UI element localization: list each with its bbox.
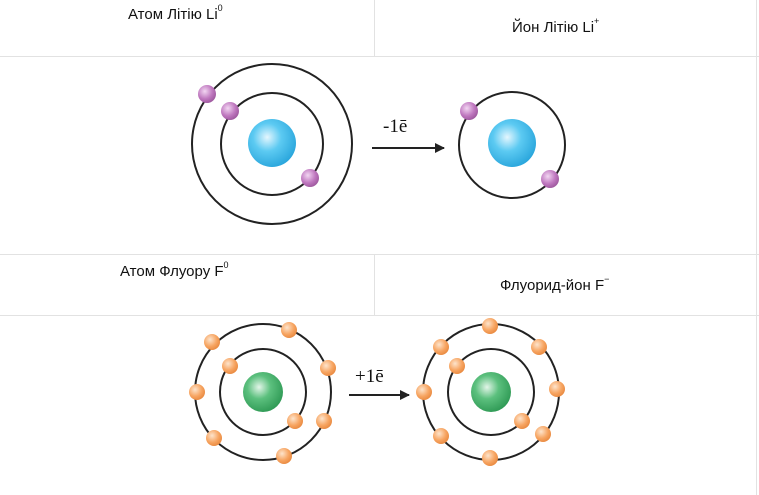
lithium-ion-electron <box>541 170 559 188</box>
fluorine-atom <box>189 322 336 464</box>
lithium-reaction-arrow: -1ē <box>372 116 445 153</box>
lithium-electron <box>198 85 216 103</box>
fluorine-electron-gain-label: +1ē <box>355 366 384 387</box>
lithium-nucleus <box>248 119 296 167</box>
fluoride-electron <box>549 381 565 397</box>
table-line-middle <box>0 254 759 255</box>
lithium-ion-orbit <box>458 91 566 199</box>
table-divider-lower <box>374 254 375 315</box>
lithium-electron <box>301 169 319 187</box>
lithium-outer-orbit <box>191 63 353 225</box>
fluorine-electron <box>281 322 297 338</box>
lithium-atom-caption-text: Атом Літію Li <box>128 6 218 23</box>
lithium-atom <box>191 63 353 225</box>
table-line-top <box>0 56 759 57</box>
fluoride-electron <box>482 318 498 334</box>
lithium-electron <box>221 102 239 120</box>
lithium-ion-electron <box>460 102 478 120</box>
fluorine-atom-caption-text: Атом Флуору F <box>120 263 224 280</box>
fluorine-inner-orbit <box>219 348 307 436</box>
fluoride-electron <box>449 358 465 374</box>
lithium-ion <box>458 91 566 199</box>
lithium-electron-loss-label: -1ē <box>383 116 407 137</box>
table-line-lower <box>0 315 759 316</box>
lithium-atom-charge: 0 <box>217 3 223 13</box>
fluoride-ion-caption-text: Флуорид-йон F <box>500 277 605 294</box>
fluorine-electron <box>189 384 205 400</box>
fluoride-ion-caption: Флуорид-йон F− <box>500 274 610 294</box>
fluorine-atom-caption: Атом Флуору F0 <box>120 260 229 280</box>
fluoride-inner-orbit <box>447 348 535 436</box>
table-right-edge <box>756 0 757 495</box>
fluorine-electron <box>320 360 336 376</box>
lithium-atom-caption: Атом Літію Li0 <box>128 3 223 23</box>
fluoride-electron <box>433 339 449 355</box>
fluorine-electron <box>204 334 220 350</box>
fluoride-electron <box>535 426 551 442</box>
fluoride-electron <box>416 384 432 400</box>
fluoride-ion-charge: − <box>604 274 610 284</box>
fluoride-electron <box>514 413 530 429</box>
fluoride-electron <box>482 450 498 466</box>
lithium-ion-charge: + <box>594 16 600 26</box>
fluoride-electron <box>531 339 547 355</box>
fluoride-electron <box>433 428 449 444</box>
table-divider-upper <box>374 0 375 56</box>
fluorine-electron <box>287 413 303 429</box>
lithium-ion-nucleus <box>488 119 536 167</box>
fluorine-atom-charge: 0 <box>223 260 229 270</box>
lithium-ion-caption-text: Йон Літію Li <box>512 19 595 36</box>
fluorine-electron <box>316 413 332 429</box>
fluorine-electron <box>222 358 238 374</box>
fluoride-ion <box>416 318 565 466</box>
fluoride-nucleus <box>471 372 511 412</box>
fluorine-nucleus <box>243 372 283 412</box>
fluorine-reaction-arrow: +1ē <box>349 366 410 400</box>
lithium-ion-caption: Йон Літію Li+ <box>512 16 600 36</box>
lithium-inner-orbit <box>220 92 324 196</box>
fluorine-electron <box>206 430 222 446</box>
fluorine-electron <box>276 448 292 464</box>
